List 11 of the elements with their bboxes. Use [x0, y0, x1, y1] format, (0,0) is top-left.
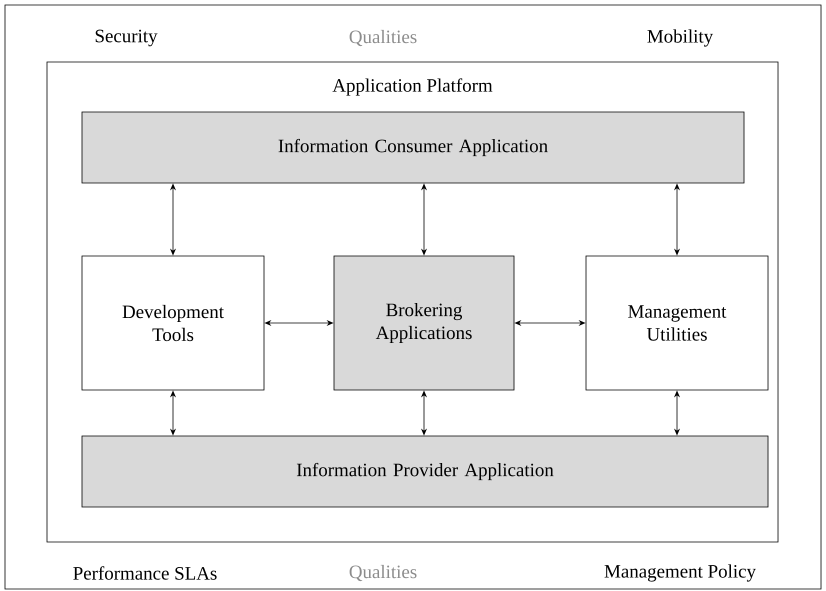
label-text: Mobility — [647, 29, 714, 47]
process-box: Management Utilities — [586, 256, 768, 390]
shaded-box: Information Consumer Application — [82, 112, 744, 184]
process-box: Development Tools — [82, 256, 264, 390]
shaded-box: Brokering Applications — [334, 256, 514, 390]
label-text: Security — [96, 30, 158, 46]
label-text: Performance SLAs — [73, 566, 217, 580]
label-text: Management Policy — [604, 564, 756, 582]
shaded-box: Information Provider Application — [82, 436, 768, 508]
label-text: Qualities — [350, 564, 416, 582]
label-text: Qualities — [350, 30, 416, 46]
